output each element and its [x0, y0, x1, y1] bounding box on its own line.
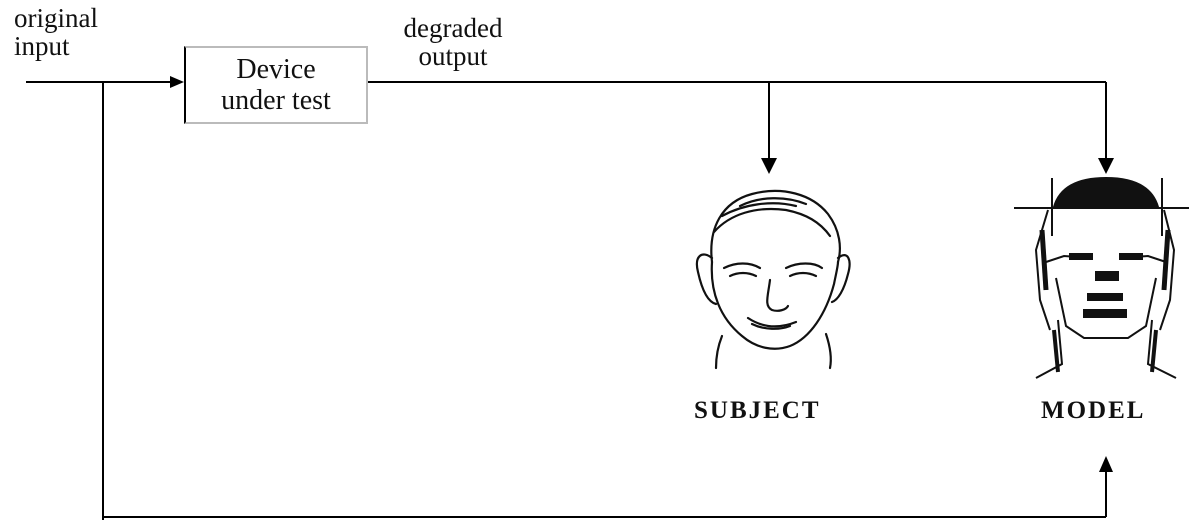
- device-under-test-box: Device under test: [184, 46, 368, 124]
- device-under-test-label: Device under test: [221, 54, 331, 116]
- model-caption: MODEL: [1041, 397, 1146, 424]
- reference-path: [102, 82, 1107, 520]
- input-arrow: [26, 76, 184, 88]
- subject-arrowhead: [761, 158, 777, 174]
- model-arrowhead: [1098, 158, 1114, 174]
- degraded-output-label: degraded output: [403, 13, 503, 71]
- subject-caption: SUBJECT: [694, 397, 821, 424]
- model-face-icon: [1014, 176, 1189, 379]
- original-input-label: original input: [14, 3, 98, 61]
- model-up-arrowhead: [1099, 456, 1113, 472]
- output-path: [368, 81, 1107, 160]
- subject-face-icon: [695, 189, 851, 370]
